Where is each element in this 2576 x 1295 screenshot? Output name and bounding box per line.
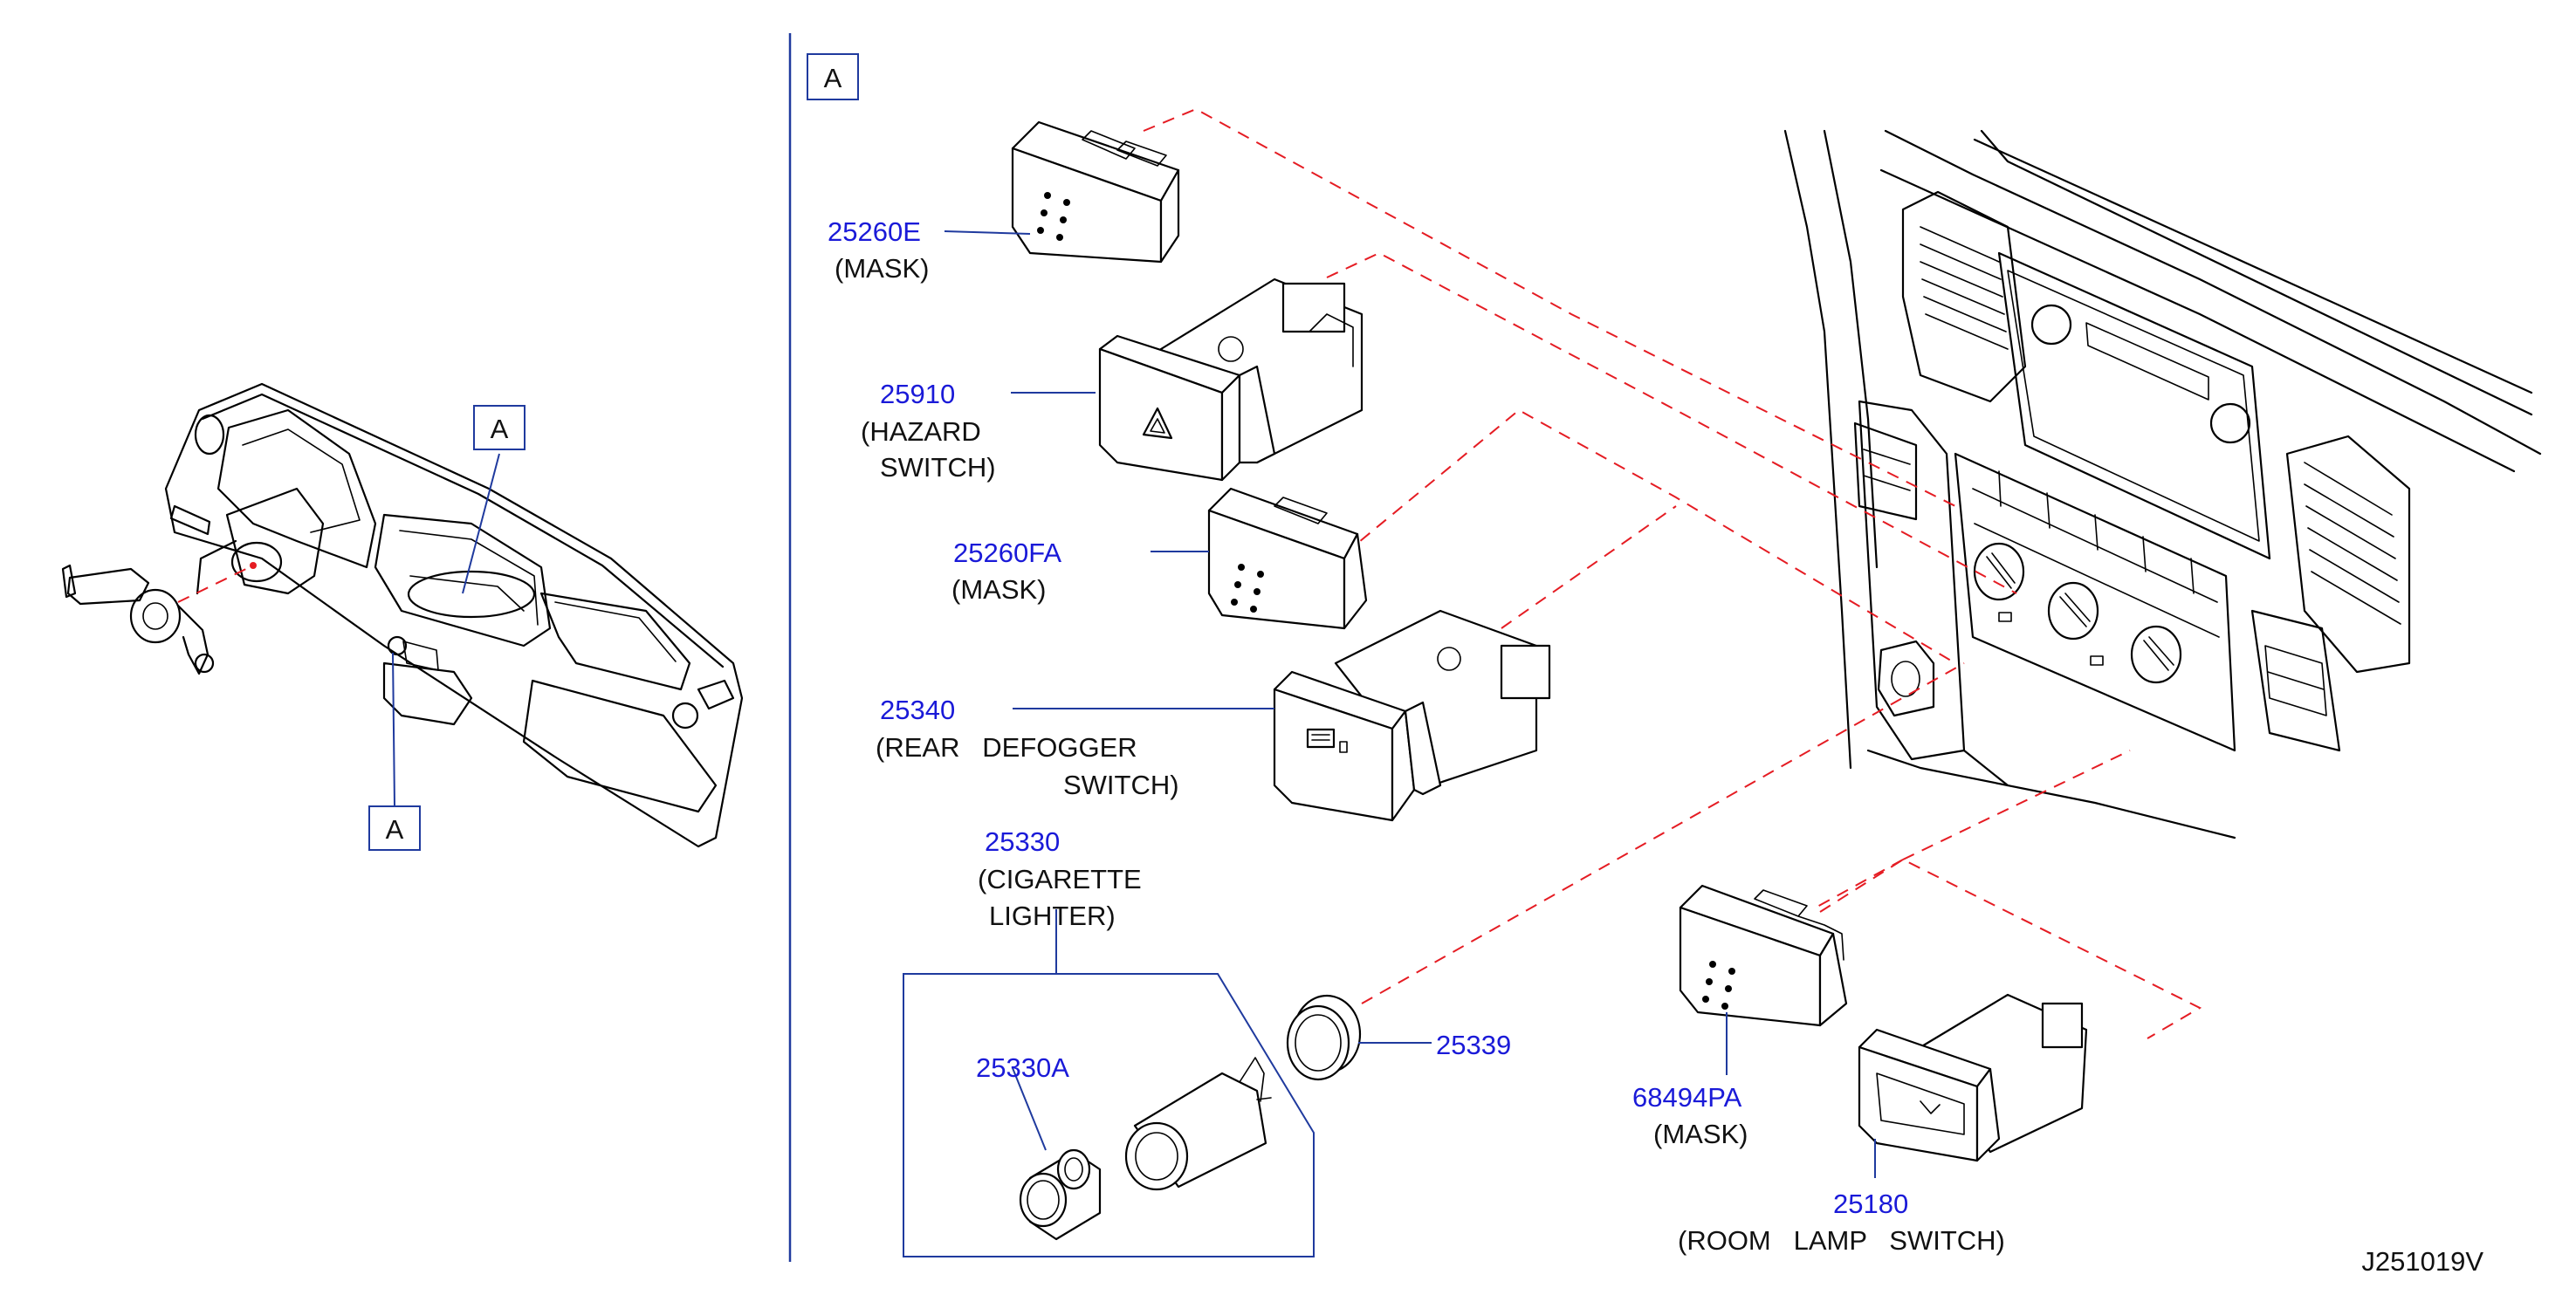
part-number: 25260FA xyxy=(953,538,1061,568)
part-desc: (CIGARETTE xyxy=(978,864,1142,894)
part-label-25910: 25910 (HAZARD SWITCH) xyxy=(861,379,996,483)
part-desc: (ROOM LAMP SWITCH) xyxy=(1678,1225,2005,1256)
room-lamp-switch-drawing xyxy=(1858,993,2088,1162)
assembly-lines xyxy=(1143,107,2202,1039)
lighter-group-bracket xyxy=(903,973,1315,1257)
part-desc: SWITCH) xyxy=(880,452,996,483)
ref-box-left-bottom xyxy=(368,805,421,851)
part-label-25339: 25339 xyxy=(1436,1030,1511,1060)
part-label-25260fa: 25260FA (MASK) xyxy=(951,538,1061,605)
part-label-25180: 25180 (ROOM LAMP SWITCH) xyxy=(1678,1189,2005,1256)
part-number: 25339 xyxy=(1436,1030,1511,1060)
part-desc: (MASK) xyxy=(951,574,1047,605)
part-number: 25910 xyxy=(880,379,955,409)
part-desc: SWITCH) xyxy=(1063,770,1179,800)
mask-25260e-drawing xyxy=(1011,120,1180,264)
part-desc: (HAZARD xyxy=(861,416,981,447)
rear-defogger-switch-drawing xyxy=(1273,609,1551,822)
mask-68494pa-drawing xyxy=(1679,884,1848,1027)
hazard-switch-drawing xyxy=(1098,278,1364,482)
diagram-code: J251019V xyxy=(2361,1246,2483,1277)
part-number: 25340 xyxy=(880,695,955,725)
part-number: 25180 xyxy=(1833,1189,1908,1219)
part-number: 25260E xyxy=(828,216,921,247)
center-console xyxy=(1783,129,2542,839)
part-desc: (REAR DEFOGGER xyxy=(876,732,1137,763)
lighter-ring-drawing xyxy=(1286,994,1362,1081)
ref-box-panel xyxy=(807,53,859,100)
mask-25260fa-drawing xyxy=(1207,487,1368,630)
part-label-25340: 25340 (REAR DEFOGGER SWITCH) xyxy=(876,695,1179,800)
combination-switch xyxy=(61,562,257,675)
ref-box-left-top xyxy=(473,405,526,450)
part-number: 25330A xyxy=(976,1052,1069,1083)
ref-label-panel: A xyxy=(824,63,842,93)
ref-label-left-bottom: A xyxy=(386,814,404,845)
part-label-25330a: 25330A xyxy=(976,1052,1069,1083)
part-number: 68494PA xyxy=(1632,1082,1742,1113)
part-desc: (MASK) xyxy=(1653,1119,1748,1149)
dashboard-overview xyxy=(61,382,744,848)
ref-label-left-top: A xyxy=(491,414,509,444)
part-number: 25330 xyxy=(985,826,1060,857)
part-label-25260e: 25260E (MASK) xyxy=(828,216,930,284)
part-label-25330: 25330 (CIGARETTE LIGHTER) xyxy=(978,826,1142,931)
part-desc: LIGHTER) xyxy=(989,901,1116,931)
part-label-68494pa: 68494PA (MASK) xyxy=(1632,1082,1748,1149)
part-desc: (MASK) xyxy=(835,253,930,284)
cigarette-lighter-drawing xyxy=(1019,1057,1272,1241)
